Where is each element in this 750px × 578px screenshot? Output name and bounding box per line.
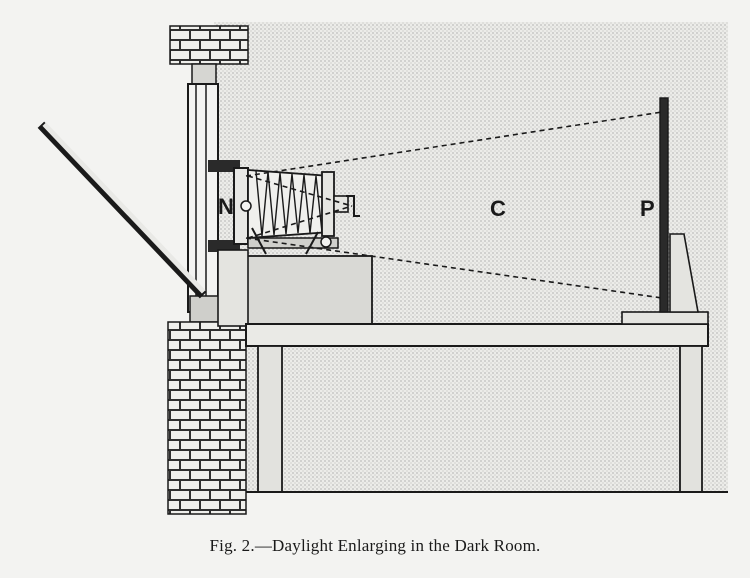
camera-base-rail: [247, 237, 339, 249]
camera-strut-left: [251, 227, 267, 255]
reflector-board: [37, 121, 207, 299]
table-leg-right: [679, 345, 703, 493]
window-shutter-upper: [208, 160, 240, 172]
table-top: [245, 323, 709, 347]
window-frame: [187, 83, 219, 313]
light-cone-label: C: [490, 196, 506, 221]
figure-caption: Fig. 2.—Daylight Enlarging in the Dark R…: [209, 536, 541, 555]
window-shutter-lower: [208, 240, 240, 252]
camera-pivot-rear: [320, 236, 332, 248]
table-leg-left: [257, 345, 283, 493]
lens-board: [321, 171, 335, 237]
screen-label: P: [640, 196, 655, 221]
screen-brace: [669, 233, 699, 313]
light-cone-rays: [245, 111, 663, 299]
screen-base: [621, 311, 709, 325]
projection-screen: [659, 97, 669, 313]
lower-wall-bricks: [167, 321, 247, 515]
camera-support-box: [245, 255, 373, 327]
camera-strut-right: [305, 231, 319, 255]
window-lintel: [191, 63, 217, 85]
wall-block: [217, 249, 249, 327]
upper-wall-bricks: [169, 25, 249, 65]
lens-shutter-icon: [346, 195, 360, 217]
negative-label: N: [218, 194, 234, 219]
reflector-board-face: [42, 122, 206, 294]
window-sill: [189, 295, 221, 323]
camera-pivot-front: [240, 200, 252, 212]
